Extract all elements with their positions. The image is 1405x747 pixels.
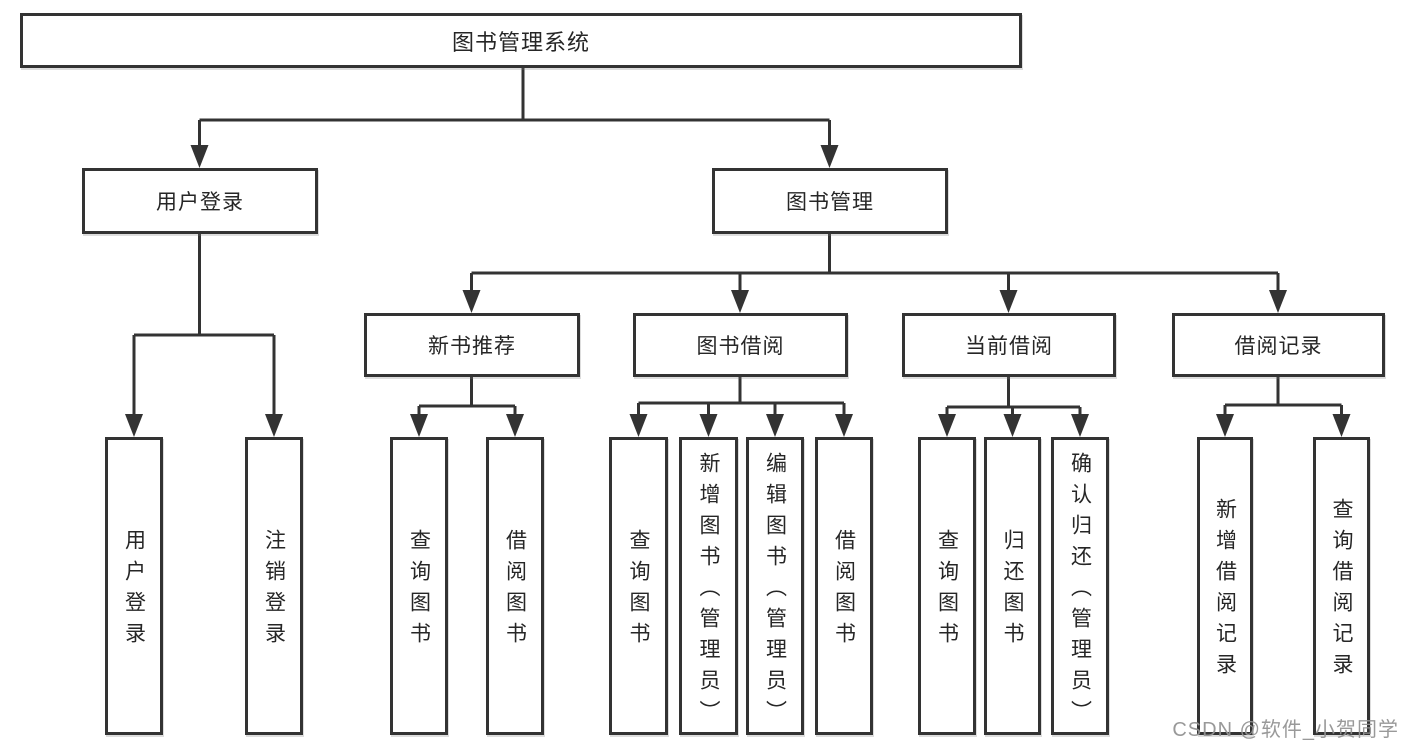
arrowhead xyxy=(1332,414,1351,437)
leaf-label: 归还图书 xyxy=(1001,529,1024,653)
leaf-add-books-admin: 新增图书（管理员） xyxy=(679,437,738,735)
leaf-user-login: 用户登录 xyxy=(105,437,163,735)
arrowhead xyxy=(265,414,283,437)
arrowhead xyxy=(629,414,648,437)
leaf-return-books: 归还图书 xyxy=(984,437,1041,735)
leaf-label: 新增借阅记录 xyxy=(1213,498,1237,684)
leaf-label: 借阅图书 xyxy=(832,529,856,653)
arrowheads xyxy=(125,145,1351,437)
node-user-login: 用户登录 xyxy=(82,168,318,234)
node-borrow-records: 借阅记录 xyxy=(1172,313,1385,377)
leaf-borrow-books: 借阅图书 xyxy=(815,437,873,735)
leaf-label: 查询图书 xyxy=(627,529,650,653)
leaf-query-books-recommend: 查询图书 xyxy=(390,437,448,735)
arrowhead xyxy=(835,414,853,437)
arrowhead xyxy=(1269,290,1287,313)
leaf-query-books-current: 查询图书 xyxy=(918,437,976,735)
connector-lines xyxy=(132,68,1343,421)
arrowhead xyxy=(820,145,839,168)
leaf-label: 确认归还（管理员） xyxy=(1068,451,1092,731)
csdn-watermark: CSDN @软件_小贺同学 xyxy=(1172,719,1399,741)
leaf-label: 编辑图书（管理员） xyxy=(763,451,787,731)
leaf-add-borrow-record: 新增借阅记录 xyxy=(1197,437,1253,735)
arrowhead xyxy=(731,290,749,313)
leaf-label: 查询图书 xyxy=(407,529,431,653)
arrowhead xyxy=(506,414,524,437)
arrowhead xyxy=(1003,414,1022,437)
arrowhead xyxy=(766,414,784,437)
arrowhead xyxy=(462,290,481,313)
node-book-management: 图书管理 xyxy=(712,168,948,234)
node-library-management-system: 图书管理系统 xyxy=(20,13,1022,68)
node-new-book-recommend: 新书推荐 xyxy=(364,313,580,377)
arrowhead xyxy=(1216,414,1234,437)
leaf-label: 注销登录 xyxy=(262,529,286,653)
leaf-query-books-borrowing: 查询图书 xyxy=(609,437,668,735)
arrowhead xyxy=(999,290,1018,313)
leaf-label: 查询借阅记录 xyxy=(1330,498,1353,684)
node-current-borrowing: 当前借阅 xyxy=(902,313,1116,377)
leaf-logout: 注销登录 xyxy=(245,437,303,735)
leaf-label: 用户登录 xyxy=(122,529,146,653)
arrowhead xyxy=(190,145,209,168)
leaf-label: 查询图书 xyxy=(935,529,959,653)
arrowhead xyxy=(125,414,143,437)
arrowhead xyxy=(1071,414,1089,437)
leaf-borrow-books-recommend: 借阅图书 xyxy=(486,437,544,735)
arrowhead xyxy=(938,414,956,437)
leaf-label: 借阅图书 xyxy=(503,529,527,653)
leaf-label: 新增图书（管理员） xyxy=(697,451,720,731)
arrowhead xyxy=(699,414,718,437)
leaf-query-borrow-record: 查询借阅记录 xyxy=(1313,437,1370,735)
arrowhead xyxy=(410,414,428,437)
leaf-confirm-return-admin: 确认归还（管理员） xyxy=(1051,437,1109,735)
leaf-edit-books-admin: 编辑图书（管理员） xyxy=(746,437,804,735)
node-book-borrowing: 图书借阅 xyxy=(633,313,848,377)
